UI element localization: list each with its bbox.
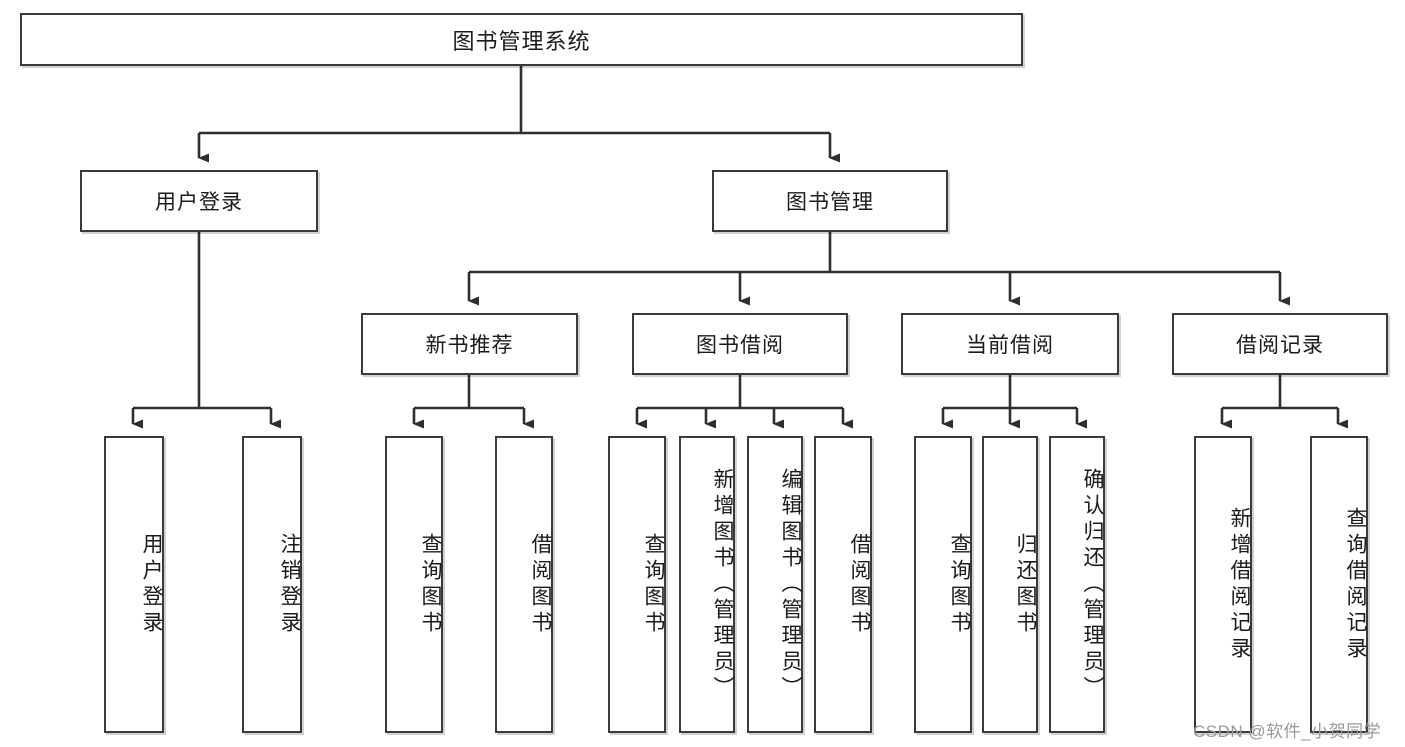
leaf-recommend-borrow-book[interactable]: 借阅图书 <box>495 436 553 733</box>
leaf-record-add-record[interactable]: 新增借阅记录 <box>1194 436 1252 733</box>
leaf-user-login-signout[interactable]: 注销登录 <box>242 436 302 733</box>
node-root-system[interactable]: 图书管理系统 <box>20 13 1023 66</box>
leaf-record-query-record[interactable]: 查询借阅记录 <box>1310 436 1368 733</box>
leaf-user-login-signin[interactable]: 用户登录 <box>104 436 164 733</box>
leaf-recommend-query-book[interactable]: 查询图书 <box>385 436 443 733</box>
node-book-management[interactable]: 图书管理 <box>712 170 948 232</box>
node-new-book-recommend[interactable]: 新书推荐 <box>361 313 578 375</box>
leaf-borrow-add-book-admin[interactable]: 新增图书（管理员） <box>679 436 735 733</box>
leaf-current-confirm-return-admin[interactable]: 确认归还（管理员） <box>1049 436 1105 733</box>
leaf-borrow-edit-book-admin[interactable]: 编辑图书（管理员） <box>747 436 803 733</box>
watermark-credit: CSDN @软件_小贺同学 <box>1193 722 1382 741</box>
node-user-login[interactable]: 用户登录 <box>80 170 318 232</box>
node-current-borrow[interactable]: 当前借阅 <box>901 313 1119 375</box>
leaf-current-return-book[interactable]: 归还图书 <box>982 436 1038 733</box>
node-book-borrow[interactable]: 图书借阅 <box>632 313 848 375</box>
leaf-borrow-query-book[interactable]: 查询图书 <box>608 436 666 733</box>
node-borrow-record[interactable]: 借阅记录 <box>1172 313 1388 375</box>
leaf-borrow-borrow-book[interactable]: 借阅图书 <box>814 436 872 733</box>
leaf-current-query-book[interactable]: 查询图书 <box>914 436 972 733</box>
